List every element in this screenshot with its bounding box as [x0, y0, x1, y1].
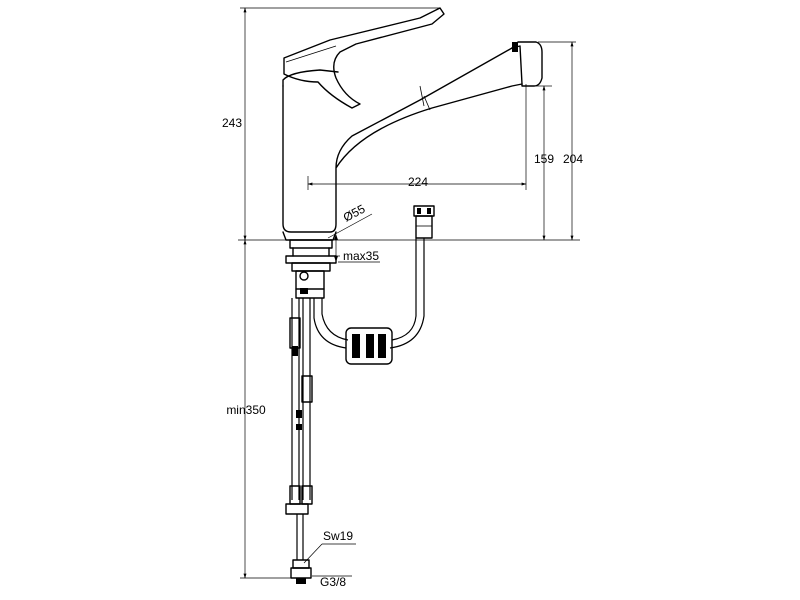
- dim-spout-reach: 224: [408, 175, 428, 189]
- dim-thread-size: G3/8: [320, 575, 346, 589]
- dim-hose-length: min350: [226, 403, 266, 417]
- dim-base-diameter: Ø55: [341, 201, 368, 224]
- spray-head: [511, 41, 543, 87]
- lever-handle: [283, 7, 445, 109]
- dim-total-height: 243: [222, 116, 242, 130]
- hose-weight: [345, 327, 393, 365]
- dim-deck-thickness: max35: [343, 249, 379, 263]
- faucet-body: [282, 7, 543, 241]
- dim-spout-height: 159: [534, 152, 554, 166]
- supply-hoses: [285, 298, 313, 584]
- pullout-hose-loop: [313, 205, 435, 365]
- mounting-assembly: [285, 239, 337, 299]
- dim-overall-height: 204: [563, 152, 583, 166]
- dim-wrench-size: Sw19: [323, 529, 353, 543]
